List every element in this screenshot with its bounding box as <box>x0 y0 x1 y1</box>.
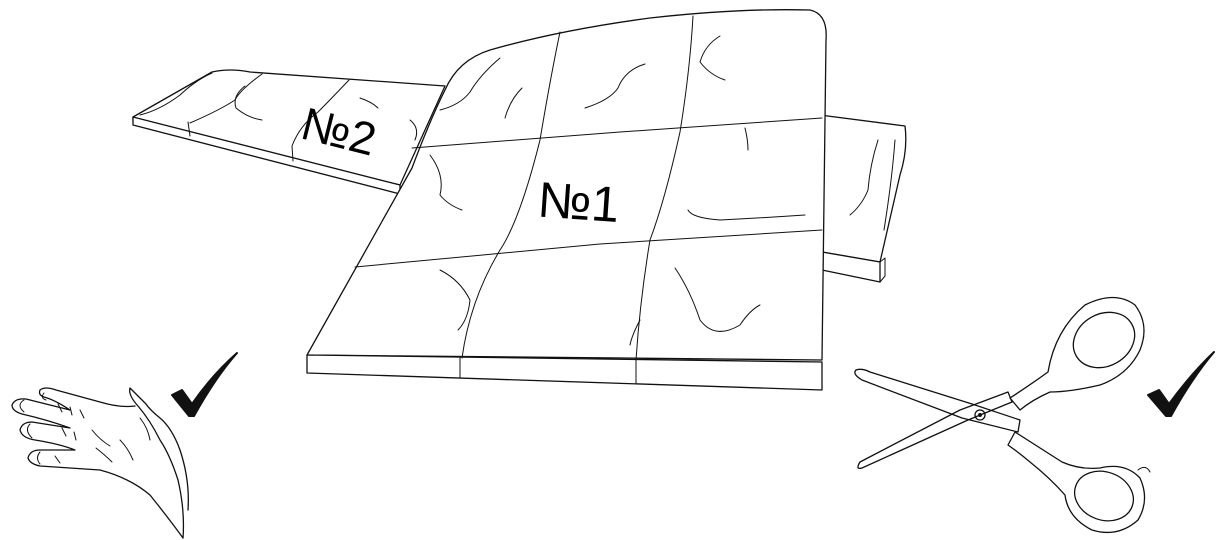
panel-1: №1 <box>307 10 826 390</box>
panel-1-label: №1 <box>536 171 621 233</box>
hand-icon <box>12 388 188 538</box>
check-mark-icon <box>1148 352 1214 416</box>
back-sheet-right <box>820 115 906 282</box>
panel-2: №2 <box>133 70 445 194</box>
check-mark-icon <box>172 353 237 416</box>
scissors-icon <box>855 298 1150 533</box>
